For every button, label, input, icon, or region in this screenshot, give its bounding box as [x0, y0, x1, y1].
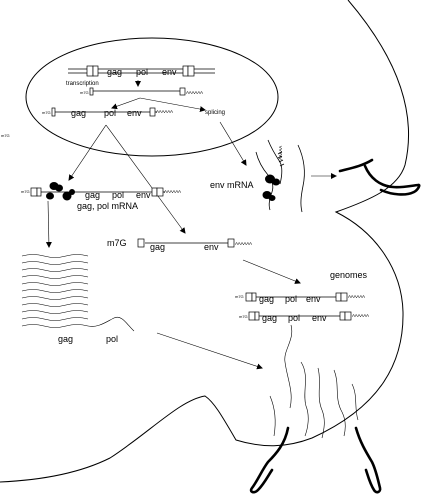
provirus-dna [68, 65, 215, 77]
gag-pol-mrna-translation [30, 182, 165, 201]
center-polya-label: AAAAAA [235, 241, 252, 246]
env-mrna-polya-label: AAAAA [278, 146, 283, 160]
genomes-label: genomes [330, 270, 368, 280]
genome-1 [245, 292, 348, 302]
env-glycoprotein-surface [338, 158, 421, 196]
nucleus-cap-label: m7G [42, 110, 51, 115]
env-glycoprotein-left [249, 426, 290, 494]
genome2-gag-label: gag [262, 313, 277, 323]
transcription-label: transcription [66, 81, 99, 87]
primary-transcript [89, 87, 186, 96]
cell-membrane [0, 0, 410, 483]
virion-assembly-lines [269, 324, 359, 439]
cyto-polya-label: AAAAAA [164, 189, 181, 194]
nucleus-gag-label: gag [71, 108, 86, 118]
provirus-env-label: env [162, 67, 177, 77]
env-mrna-translation [255, 139, 305, 213]
protein-pol-label: pol [106, 334, 118, 344]
cyto-env-label: env [136, 190, 151, 200]
genome1-gag-label: gag [259, 294, 274, 304]
gag-polyprotein-squiggles [21, 254, 135, 332]
env-rna-center [137, 238, 235, 248]
stray-cap-label: m7G [1, 133, 10, 138]
center-env-label: env [204, 242, 219, 252]
genome1-pol-label: pol [285, 294, 297, 304]
nucleus [25, 37, 279, 157]
genome1-env-label: env [306, 294, 321, 304]
env-glycoprotein-right [354, 426, 382, 494]
genome2-cap-label: m7G [239, 314, 248, 319]
gag-pol-mrna-label: gag, pol mRNA [77, 201, 138, 211]
genome2-polya-label: AAAAAA [352, 313, 369, 318]
cyto-cap-label: m7G [21, 189, 30, 194]
env-mrna-label: env mRNA [210, 180, 254, 190]
cyto-pol-label: pol [112, 190, 124, 200]
transcript-cap-label: m7G [80, 90, 89, 95]
genome1-polya-label: AAAAAA [348, 294, 365, 299]
provirus-gag-label: gag [107, 67, 122, 77]
nucleus-env-label: env [127, 108, 142, 118]
center-cap-label: m7G [107, 238, 127, 248]
genome-2 [248, 311, 352, 321]
cyto-gag-label: gag [85, 190, 100, 200]
genome2-env-label: env [312, 313, 327, 323]
genome2-pol-label: pol [288, 313, 300, 323]
nucleus-pol-label: pol [104, 108, 116, 118]
provirus-pol-label: pol [136, 67, 148, 77]
splicing-label: splicing [205, 110, 225, 116]
transcript-polya-label: AAAAAA [186, 90, 203, 95]
genome1-cap-label: m7G [235, 294, 244, 299]
center-gag-label: gag [150, 242, 165, 252]
unspliced-rna [51, 107, 157, 117]
nucleus-polya-label: AAAAAA [156, 109, 173, 114]
protein-gag-label: gag [58, 334, 73, 344]
